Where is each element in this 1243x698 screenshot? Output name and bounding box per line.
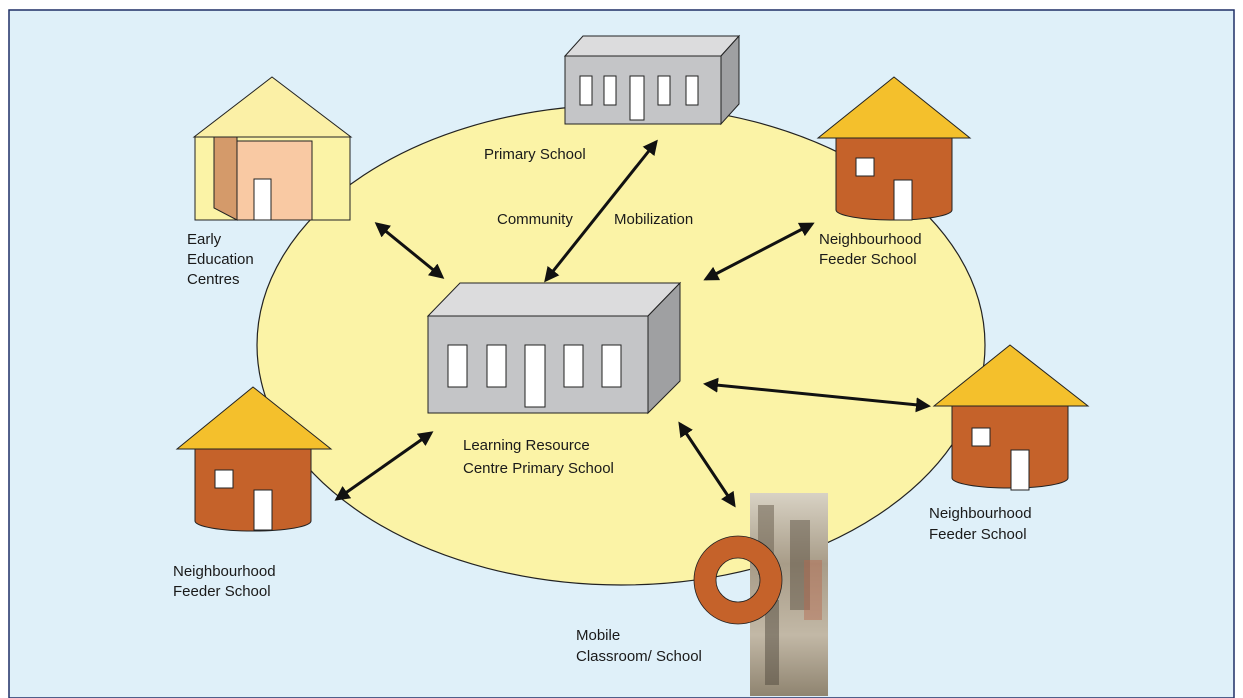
label-mobile-line2: Classroom/ School — [576, 648, 702, 665]
arrow-feeder-right — [703, 377, 931, 413]
label-mobile-line1: Mobile — [576, 627, 620, 644]
label-community: Community — [497, 211, 573, 228]
label-center-line2: Centre Primary School — [463, 460, 614, 477]
learning-resource-centre-building-icon — [426, 281, 682, 415]
label-primary-school: Primary School — [484, 146, 586, 163]
connection-arrows — [334, 139, 931, 508]
early-education-centre-icon — [192, 76, 353, 221]
feeder-school-hut-icon-right — [932, 344, 1090, 491]
primary-school-building-icon — [563, 34, 741, 126]
feeder-school-hut-icon-left — [175, 386, 333, 532]
label-feeder-top-right-line2: Feeder School — [819, 251, 917, 268]
arrow-early-education — [374, 222, 445, 279]
label-feeder-left-line2: Feeder School — [173, 583, 271, 600]
label-center-line1: Learning Resource — [463, 437, 590, 454]
label-feeder-top-right-line1: Neighbourhood — [819, 231, 922, 248]
label-feeder-left-line1: Neighbourhood — [173, 563, 276, 580]
arrow-feeder-left — [334, 431, 434, 501]
feeder-school-hut-icon-top-right — [816, 76, 972, 221]
arrow-primary-school — [544, 139, 658, 283]
label-feeder-right-line1: Neighbourhood — [929, 505, 1032, 522]
mobile-classroom-ring-icon — [694, 536, 782, 624]
label-mobilization: Mobilization — [614, 211, 693, 228]
label-feeder-right-line2: Feeder School — [929, 526, 1027, 543]
mobile-classroom-ring-outline — [693, 535, 783, 625]
arrow-feeder-top-right — [703, 222, 815, 281]
arrow-mobile — [678, 421, 736, 508]
label-early-education-line2: Education — [187, 251, 254, 268]
label-early-education-line3: Centres — [187, 271, 240, 288]
mobile-classroom-ring-inner-outline — [715, 557, 761, 603]
label-early-education-line1: Early — [187, 231, 222, 248]
